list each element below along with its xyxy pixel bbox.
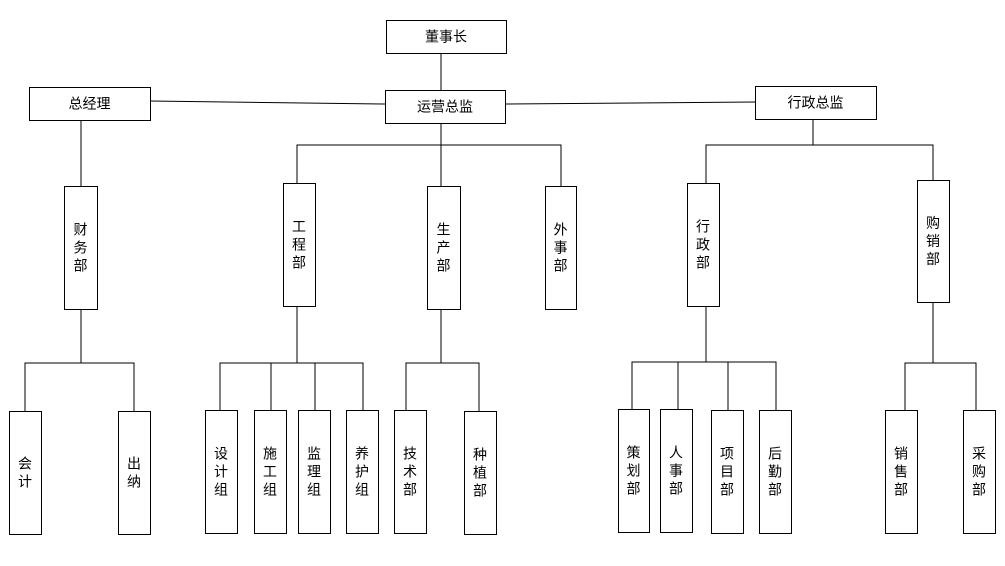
org-node-finance: 财务部: [64, 186, 98, 310]
org-node-label: 生产部: [437, 223, 451, 275]
connector-line: [705, 119, 814, 183]
org-node-box: [885, 410, 918, 534]
org-node-label: 项目部: [720, 447, 734, 499]
org-node-box: [427, 186, 461, 310]
org-node-box: [346, 410, 379, 534]
org-node-box: [283, 183, 316, 307]
org-node-box: [464, 411, 497, 535]
org-node-production: 生产部: [427, 186, 461, 310]
org-node-purchasing: 购销部: [917, 180, 950, 303]
org-node-label: 行政总监: [788, 96, 844, 112]
org-node-label: 行政部: [696, 220, 710, 272]
org-node-box: [660, 409, 693, 533]
connector-line: [813, 144, 934, 180]
org-node-label: 监理组: [307, 447, 321, 499]
org-node-box: [118, 411, 151, 535]
connectors: [24, 53, 977, 411]
org-node-ops: 运营总监: [385, 90, 506, 124]
org-node-chairman: 董事长: [386, 20, 507, 54]
org-node-box: [64, 186, 98, 310]
org-node-logistics: 后勤部: [759, 410, 792, 534]
org-node-box: [545, 186, 577, 310]
connector-line: [631, 361, 777, 410]
org-node-label: 董事长: [425, 30, 467, 46]
org-node-cashier: 出纳: [118, 411, 151, 535]
org-node-label: 后勤部: [768, 447, 782, 499]
org-node-box: [385, 90, 506, 124]
org-node-label: 工程部: [292, 220, 306, 272]
org-node-box: [205, 410, 238, 534]
connector-line: [24, 362, 135, 411]
org-node-planning: 策划部: [618, 409, 650, 533]
org-node-box: [759, 410, 792, 534]
org-node-admin-dir: 行政总监: [755, 86, 877, 120]
org-node-label: 人事部: [669, 446, 683, 498]
connector-line: [504, 101, 756, 105]
org-node-box: [687, 183, 720, 307]
org-node-label: 购销部: [926, 216, 940, 268]
org-node-label: 养护组: [355, 447, 369, 499]
org-node-box: [254, 410, 287, 534]
org-node-planting: 种植部: [464, 411, 497, 535]
org-node-box: [618, 409, 650, 533]
org-node-box: [298, 410, 331, 534]
org-node-box: [394, 410, 427, 534]
org-node-box: [917, 180, 950, 303]
org-node-box: [963, 410, 996, 534]
org-node-label: 运营总监: [417, 100, 473, 116]
connector-line: [219, 362, 364, 410]
org-node-maintenance: 养护组: [346, 410, 379, 534]
org-node-label: 出纳: [127, 457, 141, 491]
org-node-label: 种植部: [473, 448, 487, 500]
org-node-box: [29, 87, 151, 121]
connector-line: [405, 362, 480, 411]
org-node-label: 策划部: [627, 445, 641, 498]
org-node-label: 财务部: [74, 223, 88, 275]
org-node-box: [9, 411, 42, 535]
connector-line: [296, 144, 562, 186]
org-node-label: 设计组: [214, 447, 228, 499]
org-node-label: 外事部: [554, 223, 568, 275]
connector-line: [904, 362, 977, 410]
org-node-box: [386, 20, 507, 54]
org-node-box: [755, 86, 877, 120]
org-node-box: [711, 410, 744, 534]
org-node-label: 总经理: [69, 97, 111, 113]
org-node-hr: 人事部: [660, 409, 693, 533]
org-node-engineering: 工程部: [283, 183, 316, 307]
org-node-procurement: 采购部: [963, 410, 996, 534]
org-node-admin: 行政部: [687, 183, 720, 307]
org-node-supervision: 监理组: [298, 410, 331, 534]
org-node-sales: 销售部: [885, 410, 918, 534]
org-node-tech: 技术部: [394, 410, 427, 534]
org-node-gm: 总经理: [29, 87, 151, 121]
org-node-label: 采购部: [972, 447, 986, 499]
org-node-label: 销售部: [894, 447, 908, 499]
org-node-accounting: 会计: [9, 411, 42, 535]
org-node-design: 设计组: [205, 410, 238, 534]
org-node-external: 外事部: [545, 186, 577, 310]
org-node-label: 会计: [18, 457, 32, 491]
org-node-project: 项目部: [711, 410, 744, 534]
org-node-label: 技术部: [403, 447, 417, 499]
connector-line: [149, 100, 386, 105]
org-node-label: 施工组: [263, 447, 277, 499]
org-node-construction: 施工组: [254, 410, 287, 534]
